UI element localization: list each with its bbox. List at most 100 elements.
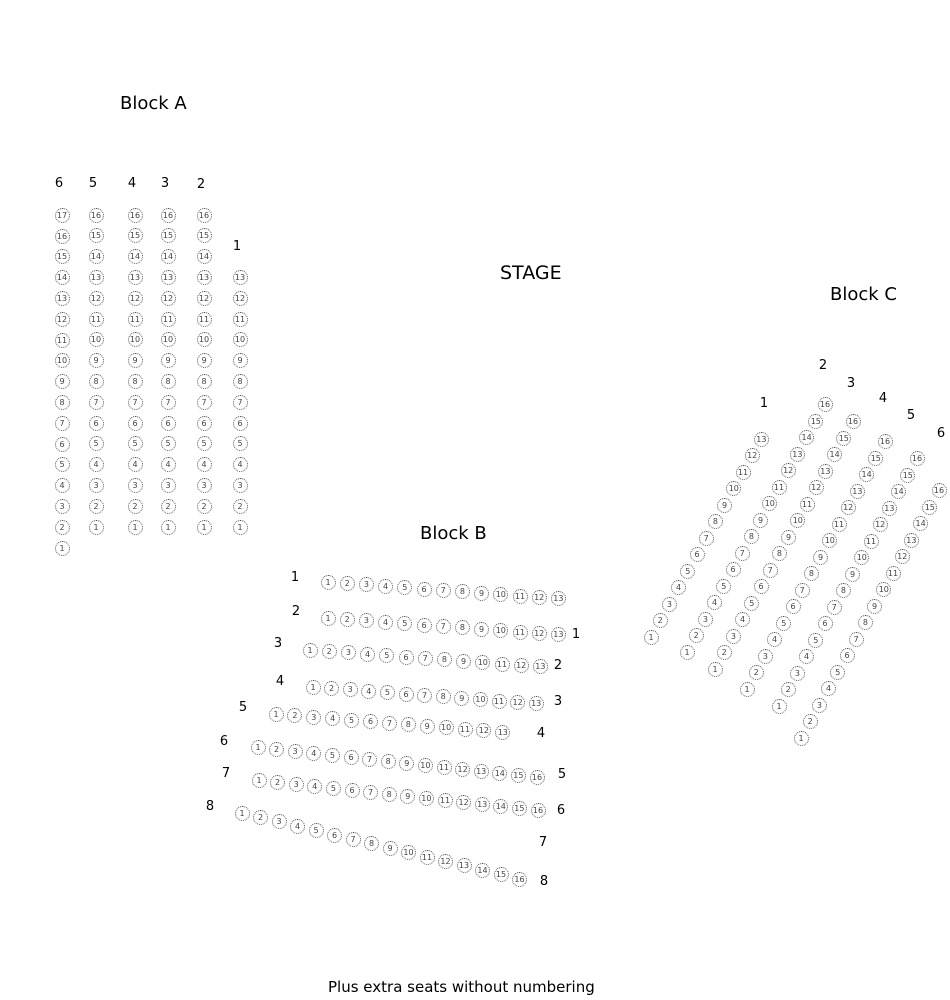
block-b-seat[interactable]: 5 [325,780,341,796]
block-b-seat[interactable]: 4 [290,818,305,834]
block-a-seat[interactable]: 2 [232,498,248,514]
block-c-seat[interactable]: 5 [776,615,792,631]
block-b-seat[interactable]: 7 [345,831,361,847]
block-a-seat[interactable]: 6 [54,436,70,452]
block-a-seat[interactable]: 7 [54,415,70,431]
block-a-seat[interactable]: 7 [232,394,248,410]
block-b-seat[interactable]: 12 [513,657,529,673]
block-c-seat[interactable]: 9 [781,529,797,545]
block-b-seat[interactable]: 2 [339,611,355,627]
block-c-seat[interactable]: 2 [748,665,764,680]
block-a-seat[interactable]: 15 [160,228,176,244]
block-b-seat[interactable]: 3 [306,709,322,725]
block-a-seat[interactable]: 11 [160,311,176,327]
block-a-seat[interactable]: 9 [160,353,176,369]
block-a-seat[interactable]: 2 [88,498,104,514]
block-c-seat[interactable]: 6 [689,547,705,562]
block-a-seat[interactable]: 8 [127,373,143,389]
block-c-seat[interactable]: 12 [808,480,824,495]
block-b-seat[interactable]: 3 [340,645,356,661]
block-b-seat[interactable]: 10 [472,692,488,708]
block-a-seat[interactable]: 5 [88,436,104,452]
block-b-seat[interactable]: 5 [379,648,395,664]
block-b-seat[interactable]: 10 [493,623,509,639]
block-c-seat[interactable]: 8 [803,566,819,581]
block-a-seat[interactable]: 13 [232,269,248,285]
block-b-seat[interactable]: 13 [528,696,544,712]
block-a-seat[interactable]: 3 [88,477,104,493]
block-c-seat[interactable]: 11 [885,565,901,581]
block-a-seat[interactable]: 9 [54,374,70,390]
block-a-seat[interactable]: 2 [54,519,70,535]
block-a-seat[interactable]: 12 [160,290,176,306]
block-b-seat[interactable]: 5 [397,616,413,632]
block-b-seat[interactable]: 2 [339,575,355,591]
block-c-seat[interactable]: 12 [894,549,910,564]
block-c-seat[interactable]: 14 [891,484,907,499]
block-b-seat[interactable]: 10 [418,790,434,806]
block-c-seat[interactable]: 9 [717,497,733,513]
block-b-seat[interactable]: 15 [493,867,509,883]
block-c-seat[interactable]: 2 [688,628,704,643]
block-a-seat[interactable]: 15 [127,228,143,244]
block-a-seat[interactable]: 16 [54,228,70,244]
block-c-seat[interactable]: 3 [811,697,827,713]
block-b-seat[interactable]: 11 [512,624,528,640]
block-c-seat[interactable]: 14 [827,447,843,462]
block-b-seat[interactable]: 5 [324,747,340,763]
block-c-seat[interactable]: 7 [794,582,810,598]
block-c-seat[interactable]: 7 [762,562,778,578]
block-a-seat[interactable]: 10 [54,353,70,369]
block-a-seat[interactable]: 3 [196,477,212,493]
block-c-seat[interactable]: 11 [831,516,847,532]
block-c-seat[interactable]: 11 [863,533,879,549]
block-a-seat[interactable]: 11 [54,332,70,348]
block-b-seat[interactable]: 6 [344,782,360,798]
block-b-seat[interactable]: 5 [397,580,413,596]
block-a-seat[interactable]: 9 [88,353,104,369]
block-b-seat[interactable]: 3 [358,577,374,593]
block-c-seat[interactable]: 5 [744,595,760,611]
block-c-seat[interactable]: 6 [753,579,769,594]
block-b-seat[interactable]: 12 [531,625,547,641]
block-b-seat[interactable]: 6 [327,827,342,843]
block-b-seat[interactable]: 3 [288,776,304,792]
block-c-seat[interactable]: 2 [802,714,818,729]
block-b-seat[interactable]: 1 [320,574,336,590]
block-b-seat[interactable]: 7 [435,618,451,634]
block-a-seat[interactable]: 4 [88,457,104,473]
block-b-seat[interactable]: 6 [398,686,414,702]
block-b-seat[interactable]: 4 [306,745,322,761]
block-c-seat[interactable]: 16 [845,414,861,429]
block-c-seat[interactable]: 1 [643,629,659,645]
block-b-seat[interactable]: 13 [474,796,490,812]
block-c-seat[interactable]: 6 [817,616,833,631]
block-c-seat[interactable]: 6 [785,599,801,614]
block-c-seat[interactable]: 13 [903,532,919,548]
block-a-seat[interactable]: 14 [54,270,70,286]
block-a-seat[interactable]: 16 [196,207,212,223]
block-c-seat[interactable]: 10 [854,550,870,565]
block-b-seat[interactable]: 13 [456,858,472,874]
block-b-seat[interactable]: 7 [362,751,378,767]
block-b-seat[interactable]: 9 [419,718,435,734]
block-a-seat[interactable]: 9 [196,353,212,369]
block-b-seat[interactable]: 3 [287,743,303,759]
block-c-seat[interactable]: 15 [808,413,824,429]
block-c-seat[interactable]: 7 [826,599,842,615]
block-a-seat[interactable]: 13 [88,269,104,285]
block-b-seat[interactable]: 12 [510,694,526,710]
block-a-seat[interactable]: 12 [88,290,104,306]
block-b-seat[interactable]: 13 [532,659,548,675]
block-a-seat[interactable]: 5 [54,457,70,473]
block-a-seat[interactable]: 12 [232,290,248,306]
block-a-seat[interactable]: 8 [160,373,176,389]
block-b-seat[interactable]: 2 [324,680,340,696]
block-a-seat[interactable]: 12 [54,311,70,327]
block-a-seat[interactable]: 7 [196,394,212,410]
block-b-seat[interactable]: 11 [436,759,452,775]
block-c-seat[interactable]: 15 [922,499,938,515]
block-a-seat[interactable]: 14 [196,249,212,265]
block-c-seat[interactable]: 8 [857,615,873,630]
block-b-seat[interactable]: 7 [417,650,433,666]
